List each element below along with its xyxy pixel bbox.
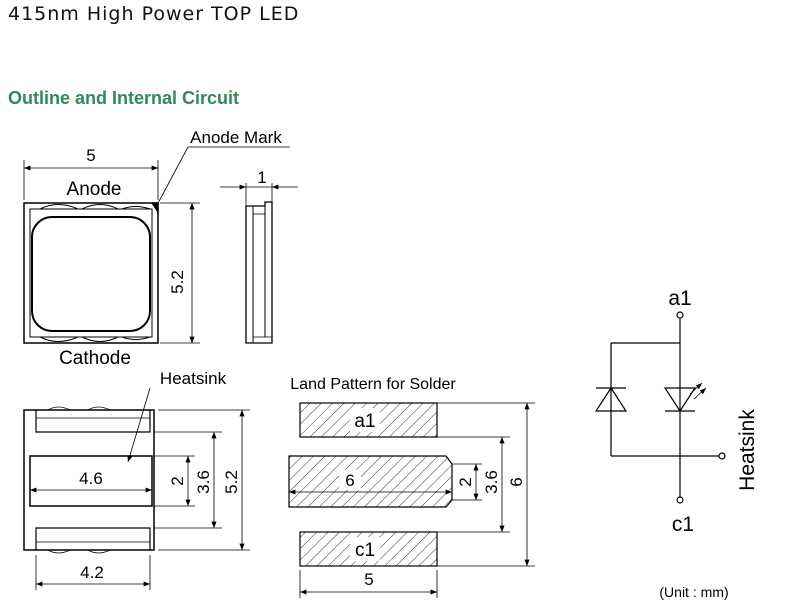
pad-bottom-label: c1	[355, 540, 375, 561]
land-center-width-dim: 6	[345, 471, 354, 490]
land-span-dim: 3.6	[482, 470, 501, 494]
top-anode-label: Anode	[67, 179, 122, 200]
pad-bottom-label-bg	[350, 537, 380, 561]
bottom-view	[23, 387, 250, 590]
page-title: 415nm High Power TOP LED	[8, 3, 300, 25]
circuit-heatsink-label: Heatsink	[736, 409, 759, 491]
pad-width-dim: 4.2	[80, 563, 104, 582]
heatsink-width-dim: 4.6	[79, 469, 103, 488]
heatsink-label: Heatsink	[160, 369, 227, 388]
top-width-dim: 5	[86, 146, 95, 165]
internal-circuit	[594, 311, 726, 504]
bottom-height-dim: 5.2	[222, 470, 241, 494]
top-view	[23, 146, 290, 344]
land-width-dim: 5	[364, 570, 373, 589]
pad-span-dim: 3.6	[194, 470, 213, 494]
unit-note: (Unit : mm)	[659, 584, 728, 600]
land-total-height-dim: 6	[507, 477, 526, 486]
land-pattern-title: Land Pattern for Solder	[290, 376, 456, 393]
side-thickness-dim: 1	[257, 168, 266, 187]
land-center-height-dim: 2	[456, 477, 475, 486]
circuit-cathode-label: c1	[672, 513, 694, 536]
pad-top-label: a1	[354, 411, 375, 432]
land-pattern	[288, 402, 535, 598]
top-height-dim: 5.2	[168, 270, 187, 294]
circuit-anode-label: a1	[668, 287, 691, 310]
heatsink-height-dim: 2	[168, 476, 187, 485]
top-cathode-label: Cathode	[59, 348, 131, 369]
side-view	[220, 183, 298, 344]
center-width-bg	[339, 470, 361, 490]
section-title: Outline and Internal Circuit	[8, 88, 240, 108]
anode-mark-label: Anode Mark	[190, 128, 282, 147]
pad-top-label-bg	[350, 408, 380, 432]
